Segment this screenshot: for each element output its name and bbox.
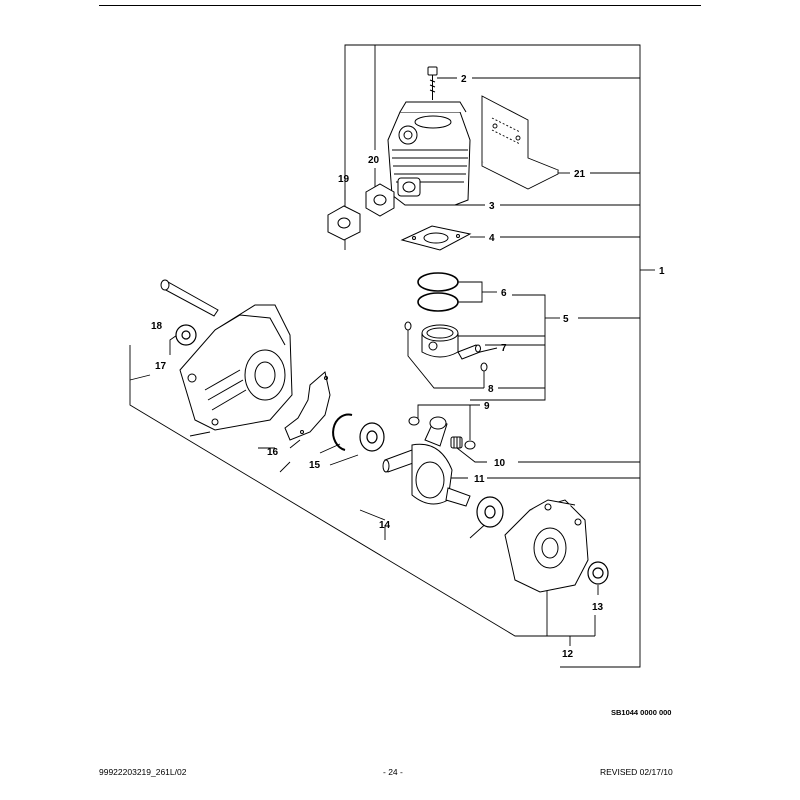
callout-9: 9 — [484, 401, 490, 412]
part-washers-9 — [408, 416, 476, 450]
drawing-id: SB1044 0000 000 — [611, 708, 672, 717]
callout-13: 13 — [592, 602, 604, 613]
part-bearings-14 — [359, 422, 504, 528]
callout-4: 4 — [489, 233, 495, 244]
callout-6: 6 — [501, 288, 507, 299]
callout-15: 15 — [309, 460, 321, 471]
footer-part-number: 99922203219_261L/02 — [99, 767, 187, 777]
callout-11: 11 — [474, 474, 485, 485]
part-crankshaft-11 — [382, 416, 471, 507]
footer-revision-date: REVISED 02/17/10 — [600, 767, 673, 777]
part-bolt-18 — [160, 279, 219, 317]
callout-18: 18 — [151, 321, 163, 332]
part-bolt-2 — [427, 66, 438, 100]
callout-3: 3 — [489, 201, 495, 212]
part-piston-5 — [421, 324, 459, 358]
part-crankcase-left — [179, 304, 293, 431]
part-gasket-20 — [365, 183, 395, 217]
part-gasket-19 — [327, 205, 361, 241]
part-gasket-16 — [284, 371, 331, 441]
part-crankcase-right — [504, 499, 589, 593]
callout-14: 14 — [379, 520, 391, 531]
leader-lines — [129, 44, 655, 668]
callouts: 1 2 3 4 5 6 7 8 9 10 11 12 13 14 15 16 1… — [151, 74, 665, 660]
part-seal-17 — [175, 324, 197, 346]
part-clips-8 — [404, 321, 488, 372]
callout-21: 21 — [574, 169, 586, 180]
part-piston-rings-6 — [417, 272, 459, 312]
part-cylinder-3 — [387, 101, 471, 206]
callout-17: 17 — [155, 361, 167, 372]
callout-7: 7 — [501, 343, 507, 354]
top-rule — [99, 5, 701, 6]
part-snap-ring-15 — [332, 413, 353, 451]
callout-12: 12 — [562, 649, 574, 660]
part-heat-shield-21 — [481, 95, 560, 190]
callout-19: 19 — [338, 174, 350, 185]
part-seal-13 — [587, 561, 609, 585]
footer-page-number: - 24 - — [383, 767, 403, 777]
callout-2: 2 — [461, 74, 467, 85]
callout-5: 5 — [563, 314, 569, 325]
part-piston-pin-7 — [457, 344, 481, 360]
callout-16: 16 — [267, 447, 279, 458]
part-needle-bearing-10 — [450, 436, 463, 449]
callout-10: 10 — [494, 458, 506, 469]
part-gasket-4 — [400, 225, 472, 251]
callout-8: 8 — [488, 384, 494, 395]
callout-20: 20 — [368, 155, 380, 166]
callout-1: 1 — [659, 266, 665, 277]
